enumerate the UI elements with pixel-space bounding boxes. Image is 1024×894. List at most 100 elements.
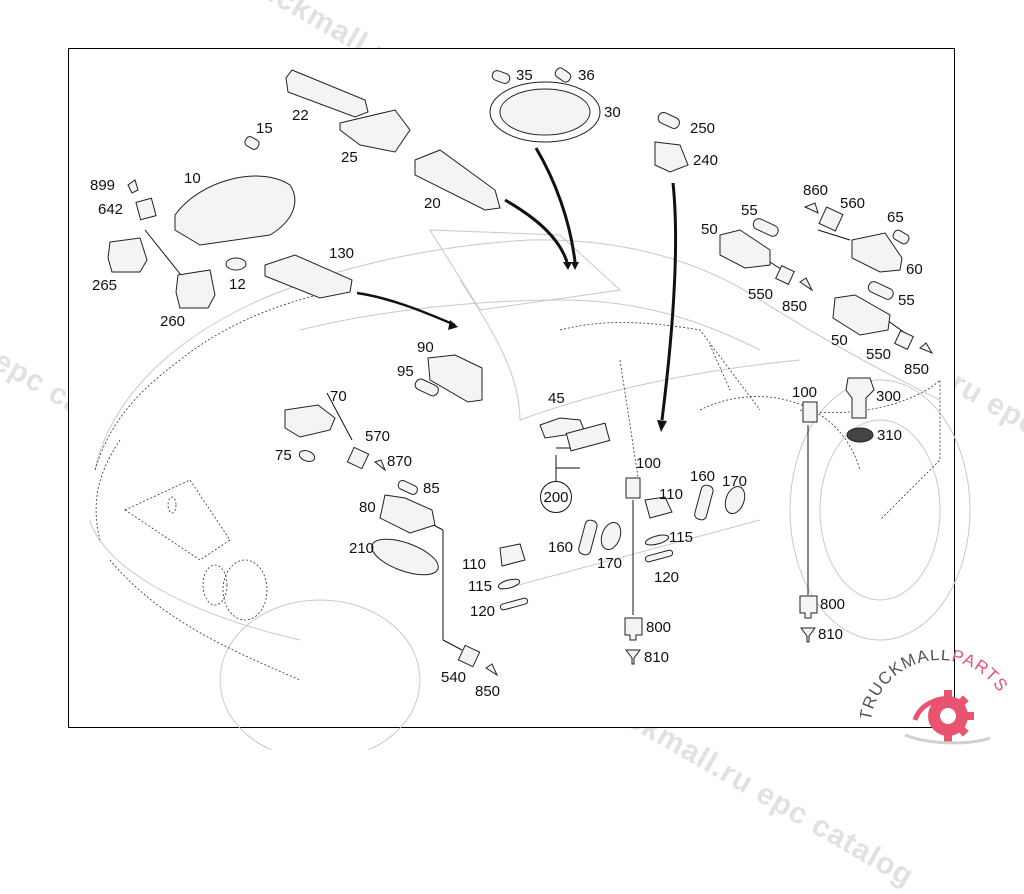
logo-swoosh-accent [912, 695, 953, 721]
part-160a-shape [694, 484, 714, 521]
callout-870[interactable]: 870 [387, 453, 413, 470]
part-15-shape [244, 136, 260, 150]
callout-80[interactable]: 80 [359, 499, 376, 516]
callout-15[interactable]: 15 [256, 120, 273, 137]
callout-110[interactable]: 110 [659, 486, 683, 503]
part-35-shape [491, 70, 511, 84]
part-899-shape [127, 179, 139, 194]
part-55b-shape [867, 281, 894, 300]
part-12-shape [225, 257, 247, 271]
callout-642[interactable]: 642 [98, 201, 124, 218]
part-120a-shape [644, 549, 674, 563]
part-22-shape [285, 69, 369, 118]
arrowheads [448, 262, 667, 432]
callout-20[interactable]: 20 [424, 195, 441, 212]
callout-100[interactable]: 100 [792, 384, 818, 401]
logo-swoosh [904, 733, 991, 745]
callout-50[interactable]: 50 [701, 221, 718, 238]
part-25-shape [339, 109, 411, 153]
part-240-shape [654, 141, 689, 173]
callout-850[interactable]: 850 [904, 361, 930, 378]
car-outline [89, 229, 971, 750]
callout-36[interactable]: 36 [578, 67, 595, 84]
callout-120[interactable]: 120 [654, 569, 680, 586]
callout-60[interactable]: 60 [906, 261, 923, 278]
callout-850[interactable]: 850 [782, 298, 808, 315]
part-110a-shape [644, 496, 673, 519]
callout-810[interactable]: 810 [818, 626, 844, 643]
part-50a-shape [719, 229, 771, 269]
callout-160[interactable]: 160 [690, 468, 716, 485]
part-210-shape [371, 538, 439, 576]
part-170b-shape [600, 521, 622, 551]
callout-100[interactable]: 100 [636, 455, 662, 472]
callout-120[interactable]: 120 [470, 603, 496, 620]
callout-75[interactable]: 75 [275, 447, 292, 464]
callout-170[interactable]: 170 [722, 473, 748, 490]
part-300-shape [845, 377, 875, 419]
part-100a-shape [625, 477, 641, 499]
callout-130[interactable]: 130 [329, 245, 355, 262]
part-170a-shape [724, 485, 746, 515]
part-550b-shape [894, 330, 914, 350]
part-45b-shape [565, 422, 611, 452]
part-85-shape [397, 479, 418, 495]
callout-260[interactable]: 260 [160, 313, 186, 330]
callout-85[interactable]: 85 [423, 480, 440, 497]
callout-850[interactable]: 850 [475, 683, 501, 700]
callout-800[interactable]: 800 [820, 596, 846, 613]
callout-899[interactable]: 899 [90, 177, 116, 194]
part-570-shape [346, 446, 370, 470]
callout-550[interactable]: 550 [866, 346, 892, 363]
callout-540[interactable]: 540 [441, 669, 467, 686]
callout-45[interactable]: 45 [548, 390, 565, 407]
part-75-shape [298, 450, 316, 462]
callout-12[interactable]: 12 [229, 276, 246, 293]
callout-200[interactable]: 200 [540, 481, 572, 513]
callout-570[interactable]: 570 [365, 428, 391, 445]
part-850a-shape [799, 277, 814, 292]
callout-250[interactable]: 250 [690, 120, 716, 137]
callout-550[interactable]: 550 [748, 286, 774, 303]
part-642-shape [135, 197, 157, 221]
callout-860[interactable]: 860 [803, 182, 829, 199]
part-120b-shape [499, 597, 529, 611]
callout-170[interactable]: 170 [597, 555, 623, 572]
callout-110[interactable]: 110 [462, 556, 486, 573]
callout-22[interactable]: 22 [292, 107, 309, 124]
part-540-shape [457, 644, 481, 668]
callout-55[interactable]: 55 [898, 292, 915, 309]
callout-160[interactable]: 160 [548, 539, 574, 556]
callout-800[interactable]: 800 [646, 619, 672, 636]
callout-90[interactable]: 90 [417, 339, 434, 356]
callout-265[interactable]: 265 [92, 277, 118, 294]
callout-10[interactable]: 10 [184, 170, 201, 187]
part-60-shape [851, 232, 903, 273]
part-90-shape [427, 354, 483, 403]
part-860-shape [803, 202, 819, 214]
part-810a-shape [625, 649, 641, 665]
part-160b-shape [578, 519, 598, 556]
callout-810[interactable]: 810 [644, 649, 670, 666]
callout-30[interactable]: 30 [604, 104, 621, 121]
callout-65[interactable]: 65 [887, 209, 904, 226]
part-560-shape [818, 206, 844, 232]
callout-95[interactable]: 95 [397, 363, 414, 380]
part-850c-shape [485, 663, 499, 677]
callout-300[interactable]: 300 [876, 388, 902, 405]
callout-55[interactable]: 55 [741, 202, 758, 219]
callout-210[interactable]: 210 [349, 540, 375, 557]
callout-115[interactable]: 115 [468, 578, 492, 595]
callout-240[interactable]: 240 [693, 152, 719, 169]
callout-35[interactable]: 35 [516, 67, 533, 84]
callout-115[interactable]: 115 [669, 529, 693, 546]
callout-50[interactable]: 50 [831, 332, 848, 349]
parts-diagram [89, 67, 971, 750]
parts [107, 67, 934, 677]
part-550a-shape [775, 265, 795, 285]
callout-25[interactable]: 25 [341, 149, 358, 166]
callout-70[interactable]: 70 [330, 388, 347, 405]
callout-560[interactable]: 560 [840, 195, 866, 212]
part-850b-shape [919, 342, 934, 355]
callout-310[interactable]: 310 [877, 427, 903, 444]
